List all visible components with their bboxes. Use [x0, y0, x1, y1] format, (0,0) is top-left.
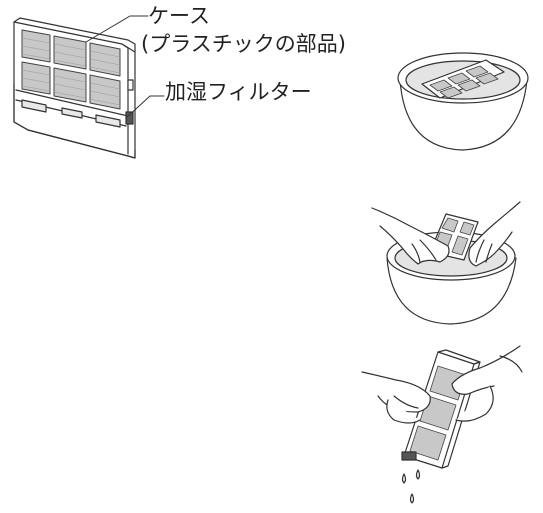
filter-label: 加湿フィルター [165, 80, 312, 104]
basin-soaking-filter [397, 52, 529, 151]
hands-draining-filter [361, 345, 523, 504]
humidifier-filter-case [13, 15, 165, 159]
case-label: ケース [148, 4, 210, 28]
case-sublabel: (プラスチックの部品) [141, 32, 346, 56]
hands-washing-filter [371, 201, 521, 325]
